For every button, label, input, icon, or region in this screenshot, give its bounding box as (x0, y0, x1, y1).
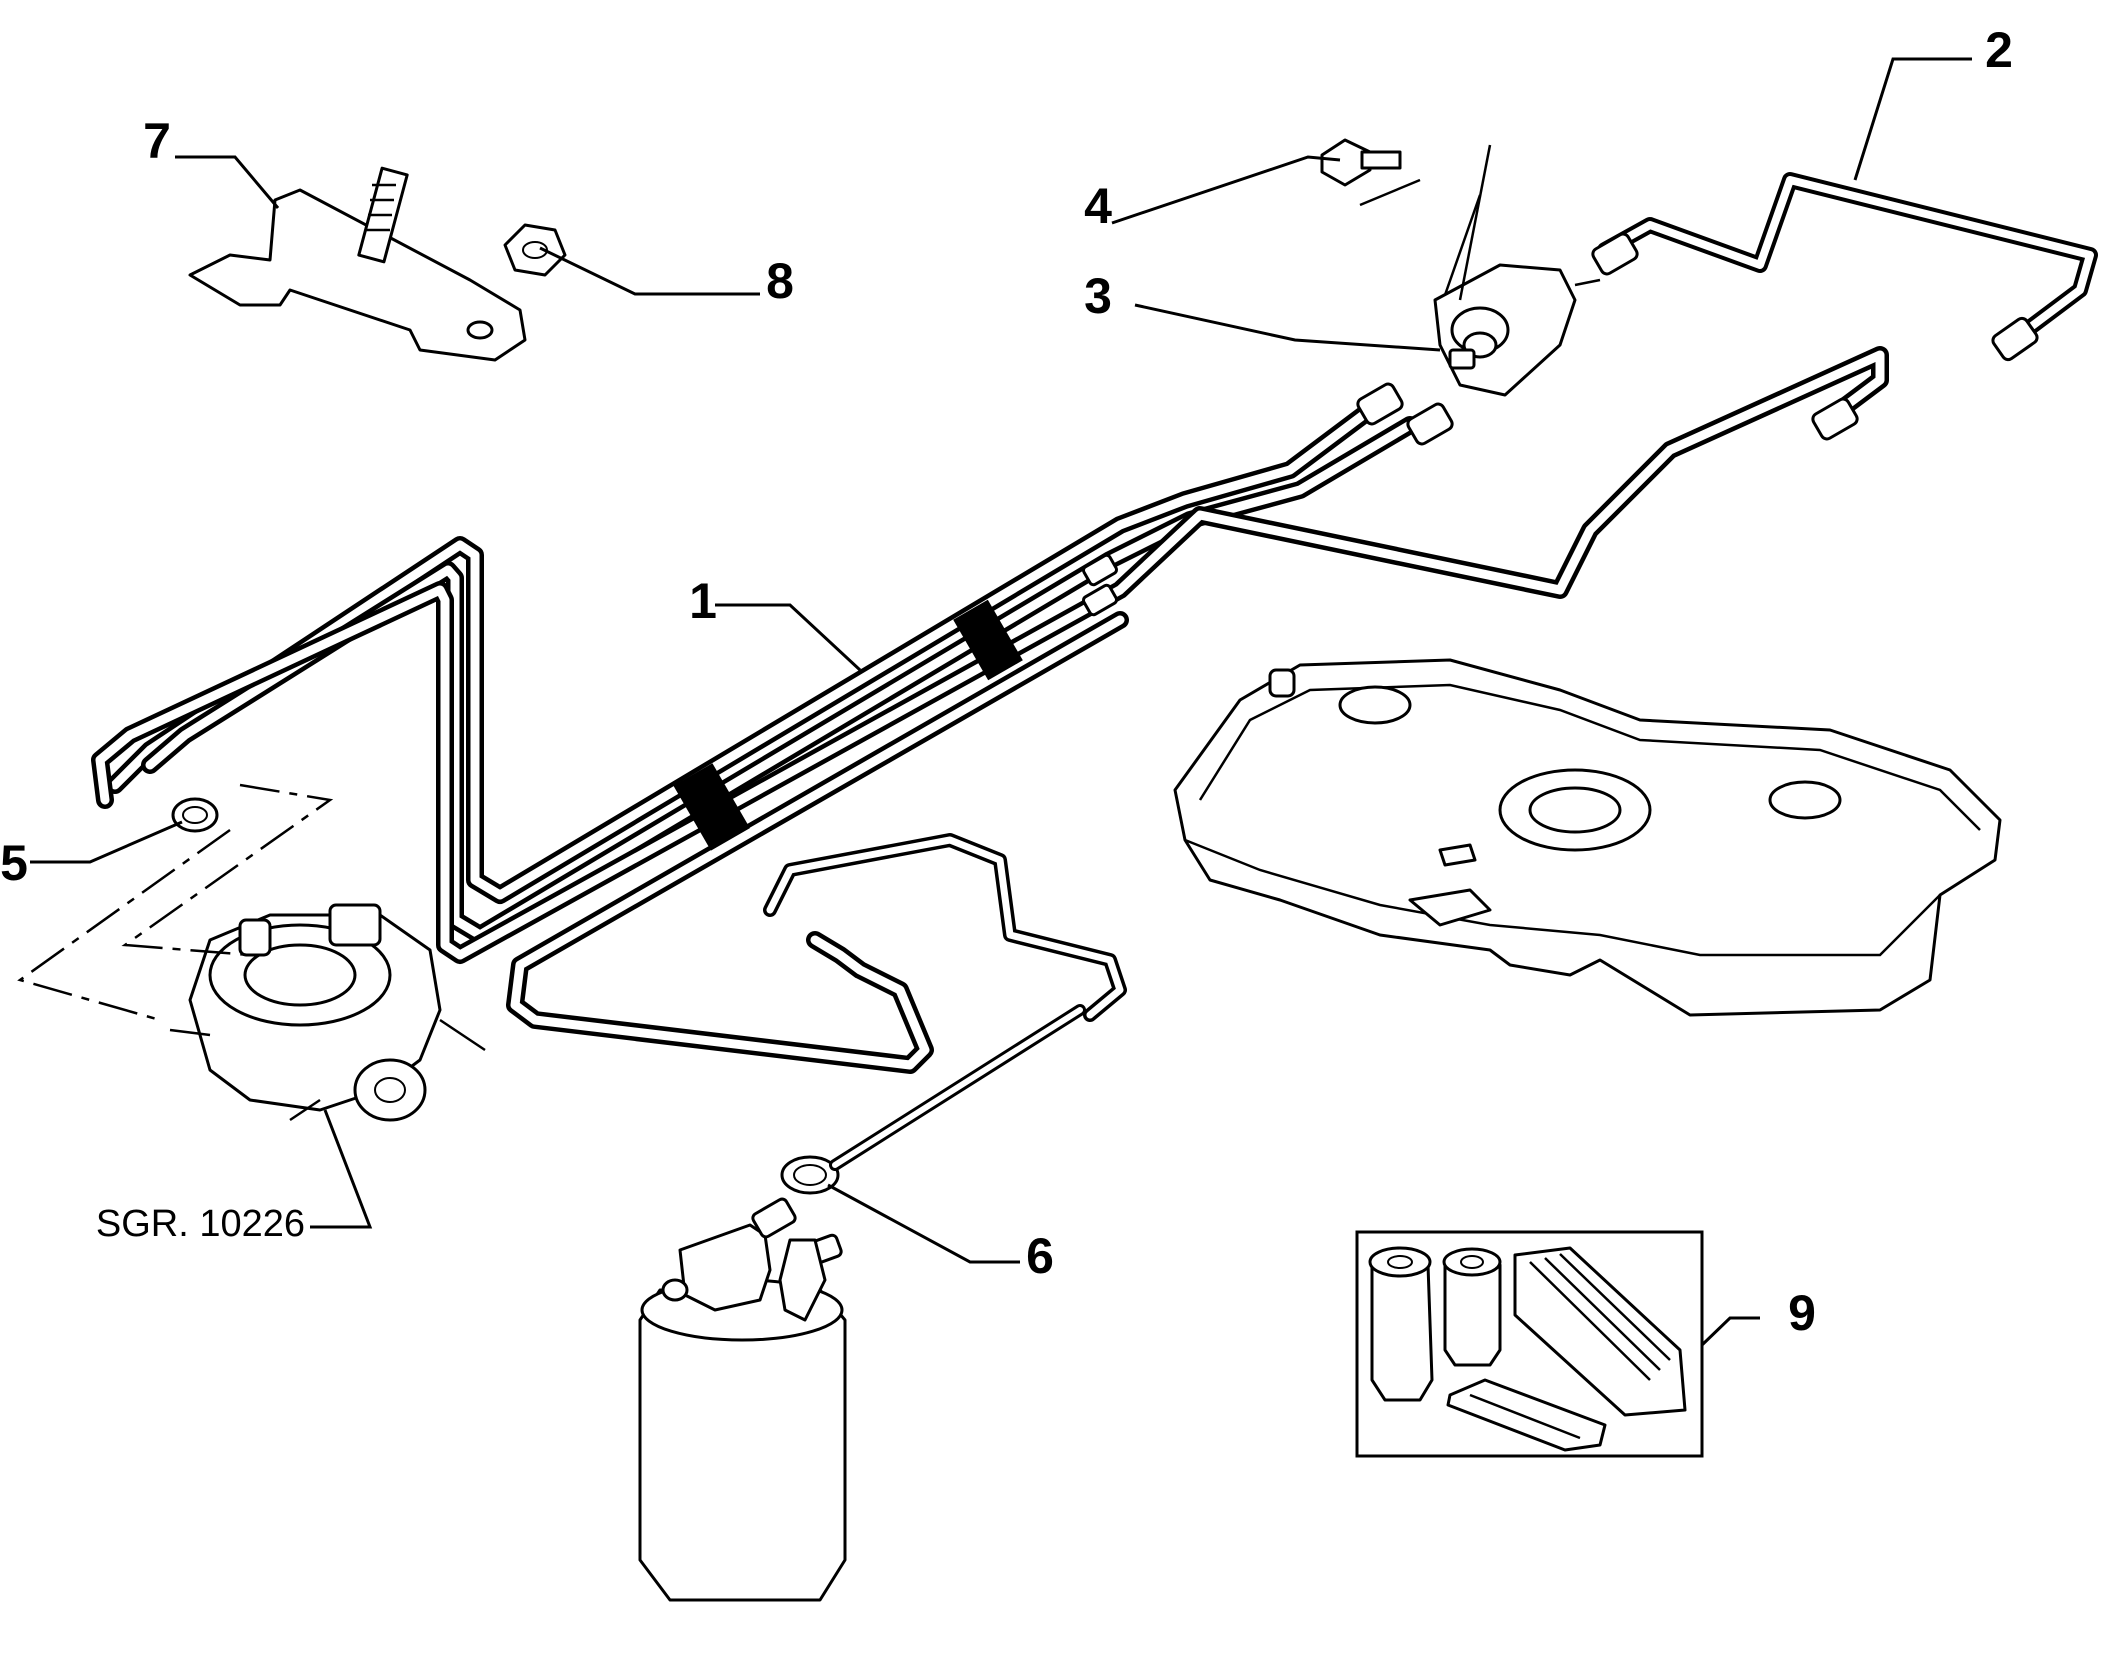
part-4-bolt (1320, 138, 1402, 187)
part-9-service-kit (1355, 1230, 1704, 1458)
reference-label: SGR. 10226 (96, 1203, 305, 1245)
callout-6: 6 (1026, 1228, 1054, 1284)
oil-filter-1 (1368, 1246, 1434, 1402)
callout-2: 2 (1985, 22, 2013, 78)
air-filter-panel (1513, 1246, 1687, 1417)
oil-filter-2 (1442, 1247, 1502, 1367)
cabin-filter (1446, 1378, 1607, 1452)
dashed-connection-lines (17, 783, 334, 1022)
fuel-filter-canister (638, 1197, 847, 1602)
leader-lines (30, 57, 1972, 1347)
part-5-hose-clamp (171, 797, 219, 833)
callout-9: 9 (1788, 1285, 1816, 1341)
callout-7: 7 (143, 113, 171, 169)
callout-8: 8 (766, 253, 794, 309)
callout-3: 3 (1084, 268, 1112, 324)
callout-labels: 1 2 3 4 5 6 7 8 9 SGR. 10226 (0, 22, 2013, 1341)
part-3-fuel-regulator (1359, 144, 1601, 397)
part-8-nut (503, 223, 567, 277)
part-6-hose-clamp (763, 833, 1127, 1195)
part-2-return-pipe (1591, 172, 2098, 362)
fuel-tank (1173, 658, 2002, 1017)
part-1-pipe-bundle (91, 346, 1889, 1074)
callout-4: 4 (1084, 178, 1112, 234)
part-7-bracket (188, 166, 527, 362)
throttle-body (169, 903, 486, 1122)
callout-1: 1 (689, 573, 717, 629)
callout-5: 5 (0, 835, 28, 891)
